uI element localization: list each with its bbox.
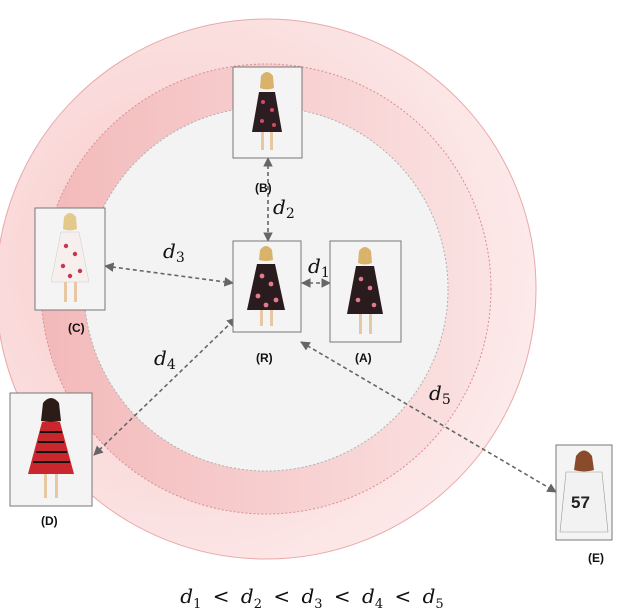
floral-dress-photo-icon	[347, 247, 383, 334]
distance-label-d5: d5	[429, 381, 451, 408]
distance-inequality-caption: d1 < d2 < d3 < d4 < d5	[0, 584, 624, 612]
distance-label-d4: d4	[154, 346, 176, 373]
floral-dress-reference-photo-icon	[247, 246, 285, 326]
image-b: (B)	[232, 66, 303, 195]
caption-operator: <	[333, 584, 351, 608]
white-floral-dress-photo-icon	[50, 213, 90, 302]
image-e: 57 (E)	[555, 444, 613, 565]
caption-term: d1	[180, 584, 202, 612]
label-c: (C)	[68, 321, 85, 335]
arrow-d4	[93, 317, 237, 456]
image-r: (R)	[232, 240, 302, 365]
caption-term: d3	[301, 584, 323, 612]
caption-operator: <	[394, 584, 412, 608]
arrow-d3	[104, 262, 234, 287]
caption-operator: <	[273, 584, 291, 608]
label-r: (R)	[256, 351, 273, 365]
distance-label-d3: d3	[163, 239, 185, 266]
image-a: (A)	[329, 240, 402, 365]
svg-text:57: 57	[571, 493, 590, 512]
floral-slip-dress-photo-icon	[252, 72, 282, 150]
distance-label-d2: d2	[273, 195, 295, 222]
label-a: (A)	[355, 351, 372, 365]
label-d: (D)	[41, 514, 58, 528]
image-d: (D)	[9, 392, 93, 528]
image-c: (C)	[34, 207, 106, 335]
number-57-sweater-photo-icon: 57	[559, 450, 609, 533]
red-striped-dress-photo-icon	[28, 398, 74, 498]
label-e: (E)	[588, 551, 604, 565]
caption-operator: <	[212, 584, 230, 608]
arrow-d5	[300, 341, 557, 493]
caption-term: d5	[422, 584, 444, 612]
label-b: (B)	[255, 181, 272, 195]
caption-term: d2	[240, 584, 262, 612]
distance-label-d1: d1	[308, 254, 330, 281]
caption-term: d4	[362, 584, 384, 612]
